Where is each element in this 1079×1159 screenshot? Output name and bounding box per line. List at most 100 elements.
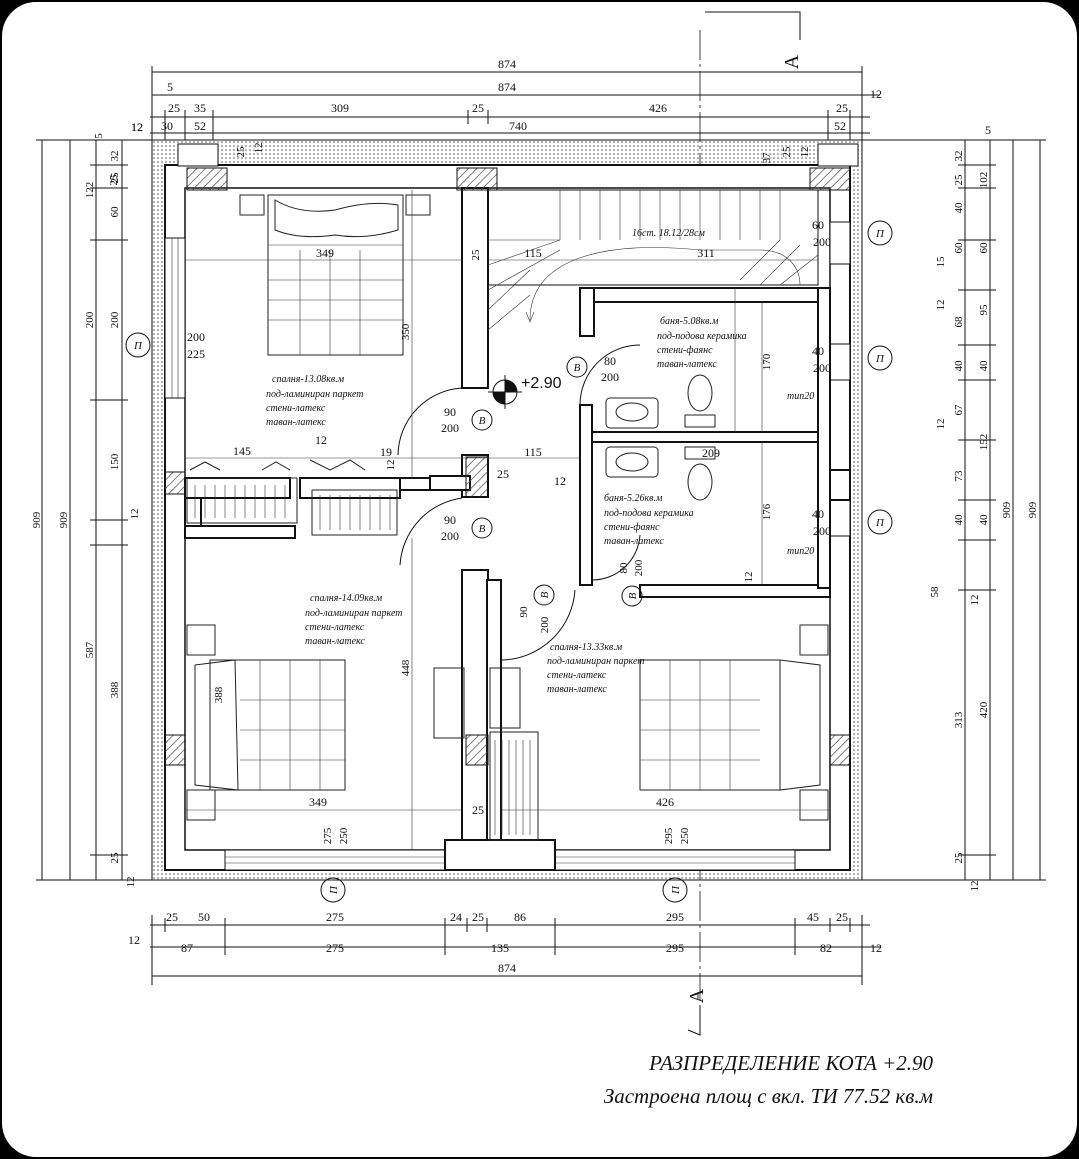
bed-top-left (239, 194, 431, 356)
room-4-floor: под-ламиниран паркет (305, 608, 403, 619)
level-mark: +2.90 (488, 375, 562, 409)
dim-right-mid-6: 60 (953, 242, 965, 254)
dim-left-outer-0: 909 (31, 511, 43, 528)
window-marker-left (125, 332, 151, 358)
room-2-ceiling: таван-латекс (657, 359, 717, 370)
dim-left-mid-10: 150 (109, 453, 121, 470)
int-dim-29: 12 (253, 143, 265, 154)
int-dim-25: 25 (108, 174, 120, 186)
door-marker-1: В (574, 362, 581, 374)
dim-left-mid-12: 587 (84, 641, 96, 658)
int-dim-13: 176 (761, 503, 773, 520)
window-right-2-h: 200 (813, 361, 831, 375)
dim-right-mid-9: 68 (953, 316, 965, 328)
vent-label-2: тип20 (787, 546, 814, 557)
dim-top-row3-5: 25 (836, 101, 848, 115)
door-3-w: 90 (444, 513, 456, 527)
int-dim-30: 12 (799, 147, 811, 158)
room-1-walls: стени-латекс (266, 403, 326, 414)
room-1-ceiling: таван-латекс (266, 417, 326, 428)
left-dimensions: 909 909 122 60 200 200 150 12 587 388 25… (31, 120, 155, 888)
room-5-walls: стени-латекс (547, 670, 607, 681)
int-dim-19: 275 (322, 827, 334, 844)
dim-right-mid-16: 73 (953, 470, 965, 482)
int-dim-23: 12 (554, 474, 566, 488)
room-2-floor: под-подова керамика (657, 331, 747, 342)
room-1-floor: под-ламиниран паркет (266, 389, 364, 400)
bed-bottom-left (186, 624, 346, 821)
door-marker-2: В (479, 415, 486, 427)
dim-right-mid-4: 40 (953, 202, 965, 214)
dim-top-row4-4: 52 (834, 119, 846, 133)
dim-right-mid-24: 12 (969, 881, 981, 892)
room-5-floor: под-ламиниран паркет (547, 656, 645, 667)
int-dim-1: 350 (400, 323, 412, 340)
int-dim-5: 12 (385, 460, 397, 471)
dim-top-row3-1: 35 (194, 101, 206, 115)
dim-top-row3-0: 25 (168, 101, 180, 115)
int-dim-24: 12 (743, 572, 755, 583)
dim-top-offset-left: 5 (167, 80, 173, 94)
section-label-top: A (781, 54, 803, 69)
int-dim-2: 12 (315, 433, 327, 447)
building-walls (151, 139, 863, 881)
dim-bottom-row1-7: 45 (807, 910, 819, 924)
bathroom-fixtures (605, 374, 716, 501)
dim-left-mid-4: 122 (84, 182, 96, 199)
dim-right-mid-20: 12 (969, 595, 981, 606)
dim-top-row4-0: 12 (131, 120, 143, 134)
window-marker-left-label: П (133, 340, 143, 352)
int-dim-7: 115 (524, 445, 542, 459)
dim-left-mid-6: 200 (84, 311, 96, 328)
int-dim-12: 170 (761, 353, 773, 370)
door-5-h: 200 (633, 559, 645, 576)
dim-right-mid-2: 25 (953, 174, 965, 186)
room-3-floor: под-подова керамика (604, 508, 694, 519)
room-bedroom-1: спалня-13.08кв.м под-ламиниран паркет ст… (266, 374, 364, 428)
room-4-walls: стени-латекс (305, 622, 365, 633)
dim-right-mid-13: 67 (953, 404, 965, 416)
dim-right-mid-12: 40 (978, 360, 990, 372)
dim-left-outer-1: 909 (58, 511, 70, 528)
dim-bottom-row1-8: 25 (836, 910, 848, 924)
dim-right-mid-15: 152 (978, 434, 990, 451)
dim-top-row3-3: 25 (472, 101, 484, 115)
int-dim-3: 145 (233, 444, 251, 458)
door-1-w: 80 (604, 354, 616, 368)
dim-top-row4-2: 52 (194, 119, 206, 133)
int-dim-27: 25 (781, 146, 793, 158)
int-dim-11: 209 (702, 446, 720, 460)
dim-right-outer-0: 909 (1001, 501, 1013, 518)
window-marker-bottom-1: П (328, 885, 340, 895)
dim-bottom-row2-5: 82 (820, 941, 832, 955)
door-5-w: 80 (618, 562, 630, 574)
dim-right-mid-11: 40 (953, 360, 965, 372)
room-bath-1: баня-5.08кв.м под-подова керамика стени-… (657, 316, 747, 370)
int-dim-16: 349 (309, 795, 327, 809)
int-dim-26: 37 (761, 152, 773, 164)
room-3-walls: стени-фаянс (604, 522, 660, 533)
drawing-title: РАЗПРЕДЕЛЕНИЕ КОТА +2.90 (648, 1051, 933, 1075)
interior-dimensions: 349 350 12 145 19 12 25 115 115 311 25 2… (108, 143, 830, 850)
door-marker-5: В (627, 592, 639, 599)
int-dim-14: 448 (400, 659, 412, 676)
window-left-h: 225 (187, 347, 205, 361)
int-dim-17: 426 (656, 795, 674, 809)
dim-right-mid-10: 95 (978, 304, 990, 316)
dim-bottom-row2-4: 295 (666, 941, 684, 955)
dim-bottom-row1-4: 25 (472, 910, 484, 924)
window-marker-right-1: П (875, 228, 885, 240)
dim-top-row4-1: 30 (161, 119, 173, 133)
top-dimensions: 874 874 5 12 25 35 309 25 426 25 12 30 5… (131, 57, 882, 150)
dim-right-mid-1: 32 (953, 151, 965, 162)
bed-bottom-right (639, 624, 829, 821)
room-5-ceiling: таван-латекс (547, 684, 607, 695)
int-dim-10: 25 (470, 249, 482, 261)
dim-bottom-row2-0: 12 (128, 933, 140, 947)
window-right-1-h: 200 (813, 235, 831, 249)
staircase: 16ст. 18.12/28см (487, 189, 819, 331)
int-dim-28: 25 (235, 146, 247, 158)
dim-left-mid-3: 25 (109, 172, 121, 184)
window-left-w: 200 (187, 330, 205, 344)
level-mark-label: +2.90 (521, 375, 562, 392)
